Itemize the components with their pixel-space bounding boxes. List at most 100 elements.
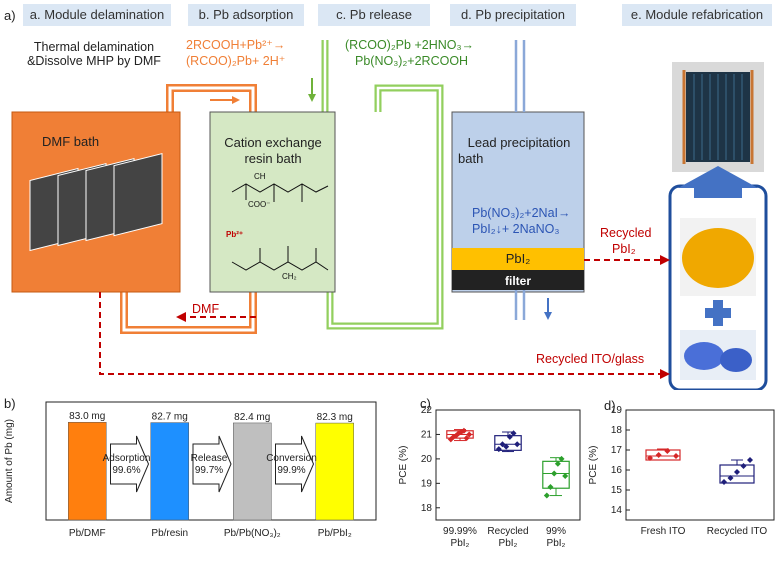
panel-label-a: a) bbox=[4, 8, 16, 23]
lead-bath-line2: bath bbox=[458, 151, 484, 166]
filter-label: filter bbox=[504, 274, 531, 288]
point-1-4 bbox=[747, 457, 753, 463]
coo-label: COO⁻ bbox=[248, 200, 271, 209]
value-label-2: 82.4 mg bbox=[234, 412, 270, 423]
x-tick-2-1: PbI₂ bbox=[547, 538, 566, 549]
plot-frame bbox=[435, 409, 581, 521]
chart-b: Amount of Pb (mg) 83.0 mg Pb/DMF 82.7 mg Pb/… bbox=[0, 396, 386, 567]
point-0-1 bbox=[655, 452, 662, 458]
x-tick-2: Pb/Pb(NO₃)₂ bbox=[224, 528, 281, 539]
value-label-0: 83.0 mg bbox=[69, 411, 105, 422]
header-module-refabrication: e. Module refabrication bbox=[622, 4, 772, 26]
step-name-2: Conversion bbox=[266, 453, 317, 464]
lead-bath-eq1: Pb(NO₃)₂+2NaI→ bbox=[472, 206, 571, 220]
point-2-4 bbox=[558, 455, 565, 462]
x-tick-1-1: PbI₂ bbox=[499, 538, 518, 549]
step-pct-0: 99.6% bbox=[112, 465, 140, 476]
point-1-4 bbox=[510, 430, 517, 437]
y-tick-0: 14 bbox=[611, 505, 623, 516]
point-1-5 bbox=[514, 441, 521, 448]
step-arrow-2 bbox=[275, 435, 315, 493]
point-0-7 bbox=[466, 431, 473, 438]
panel-label-b: b) bbox=[4, 396, 16, 411]
x-tick-2-0: 99% bbox=[546, 526, 566, 537]
step-c-eq2: Pb(NO₃)₂+2RCOOH bbox=[355, 54, 469, 68]
point-2-5 bbox=[562, 473, 569, 479]
point-1-2 bbox=[734, 469, 740, 475]
step-b-eq1: 2RCOOH+Pb²⁺→ bbox=[186, 38, 286, 52]
header-module-delamination: a. Module delamination bbox=[23, 4, 171, 26]
panel-label-d: d) bbox=[604, 398, 616, 413]
box-1 bbox=[494, 435, 522, 451]
y-axis-label: Amount of Pb (mg) bbox=[4, 419, 15, 503]
panel-label-c: c) bbox=[420, 396, 431, 411]
bar-2 bbox=[233, 422, 272, 521]
point-0-3 bbox=[455, 430, 462, 437]
step-arrow-1 bbox=[192, 435, 232, 493]
x-tick-0-0: 99.99% bbox=[443, 526, 477, 537]
x-tick-0-1: PbI₂ bbox=[451, 538, 470, 549]
recycled-ito-label: Recycled ITO/glass bbox=[536, 352, 645, 366]
x-tick-0-0: Fresh ITO bbox=[641, 526, 686, 537]
step-name-0: Adsorption bbox=[103, 453, 151, 464]
plot-frame bbox=[45, 401, 377, 521]
recycled-pbi2-line1: Recycled bbox=[600, 226, 652, 240]
y-tick-0: 18 bbox=[421, 503, 433, 514]
step-a-line2: &Dissolve MHP by DMF bbox=[27, 54, 161, 68]
point-2-1 bbox=[547, 484, 554, 490]
y-tick-1: 19 bbox=[421, 478, 433, 489]
module-stack bbox=[29, 152, 163, 252]
x-tick-1-0: Recycled bbox=[487, 526, 528, 537]
step-a-line1: Thermal delamination bbox=[33, 40, 155, 54]
x-tick-1: Pb/resin bbox=[151, 528, 188, 539]
point-0-6 bbox=[463, 435, 470, 442]
point-1-1 bbox=[499, 441, 506, 448]
point-2-3 bbox=[554, 460, 561, 467]
process-schematic bbox=[11, 40, 768, 390]
y-tick-4: 22 bbox=[421, 405, 433, 416]
y-axis-label: PCE (%) bbox=[398, 446, 409, 485]
dmf-bath-label: DMF bath bbox=[42, 134, 100, 149]
pbi2-layer-label: PbI₂ bbox=[505, 251, 531, 266]
y-tick-2: 20 bbox=[421, 454, 433, 465]
bar-0 bbox=[68, 421, 107, 521]
bar-1 bbox=[150, 422, 189, 521]
header-pb-adsorption: b. Pb adsorption bbox=[188, 4, 304, 26]
point-1-1 bbox=[727, 475, 734, 481]
ch-label: CH bbox=[254, 172, 266, 181]
point-1-3 bbox=[740, 463, 747, 469]
point-1-2 bbox=[503, 443, 510, 450]
plot-frame bbox=[625, 409, 775, 521]
step-name-1: Release bbox=[191, 453, 228, 464]
step-arrow-0 bbox=[110, 435, 150, 493]
y-tick-5: 19 bbox=[611, 405, 623, 416]
point-0-3 bbox=[673, 453, 679, 459]
recycled-pbi2-line2: PbI₂ bbox=[612, 242, 636, 256]
step-pct-1: 99.7% bbox=[195, 465, 223, 476]
y-axis-label: PCE (%) bbox=[588, 446, 599, 485]
y-tick-2: 16 bbox=[611, 465, 623, 476]
point-2-2 bbox=[551, 470, 558, 477]
lead-bath-eq2: PbI₂↓+ 2NaNO₃ bbox=[472, 222, 560, 236]
value-label-1: 82.7 mg bbox=[152, 412, 188, 423]
box-0 bbox=[645, 449, 681, 461]
step-b-eq2: (RCOO)₂Pb+ 2H⁺ bbox=[186, 54, 286, 68]
point-0-5 bbox=[460, 427, 467, 434]
header-pb-precipitation: d. Pb precipitation bbox=[450, 4, 576, 26]
bar-3 bbox=[315, 422, 354, 521]
lead-bath-line1: Lead precipitation bbox=[467, 135, 571, 150]
header-pb-release: c. Pb release bbox=[318, 4, 430, 26]
pb-label: Pb²⁺ bbox=[226, 230, 244, 239]
step-c-eq1: (RCOO)₂Pb +2HNO₃→ bbox=[345, 38, 475, 52]
point-1-0 bbox=[495, 446, 502, 453]
dmf-return-label: DMF bbox=[192, 302, 220, 316]
ch2-label: CH₂ bbox=[282, 272, 297, 281]
point-2-0 bbox=[543, 492, 550, 499]
x-tick-0: Pb/DMF bbox=[69, 528, 106, 539]
point-1-3 bbox=[506, 433, 513, 440]
value-label-3: 82.3 mg bbox=[317, 412, 353, 423]
y-tick-3: 21 bbox=[421, 429, 433, 440]
step-pct-2: 99.9% bbox=[277, 465, 305, 476]
